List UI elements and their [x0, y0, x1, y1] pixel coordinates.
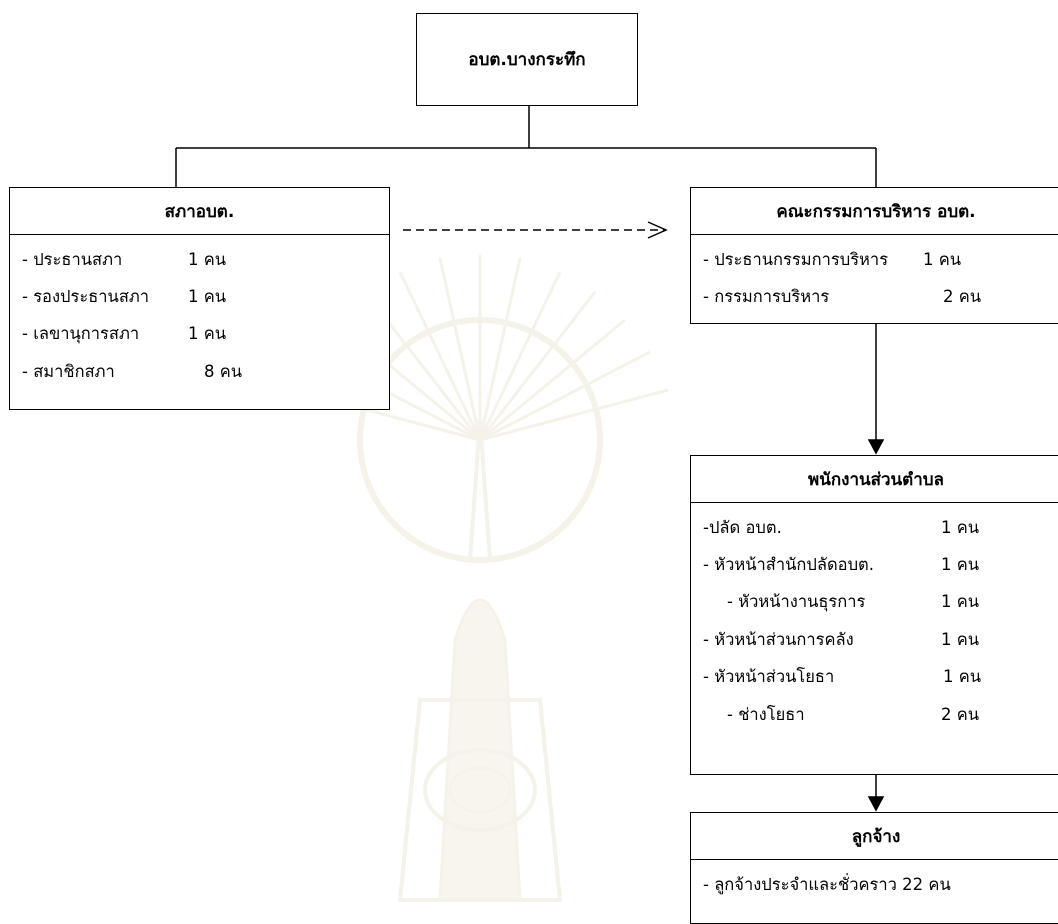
staff-row-label: -ปลัด อบต. [703, 517, 782, 537]
staff-row-label: - หัวหน้างานธุรการ [727, 592, 866, 612]
council-row-label: - เลขานุการสภา [22, 324, 140, 344]
executive-row-count: 1 คน [923, 249, 962, 269]
council-row-count: 1 คน [188, 287, 227, 307]
employees-title: ลูกจ้าง [691, 813, 1058, 860]
staff-row-count: 1 คน [943, 667, 982, 687]
staff-row-label: - หัวหน้าสำนักปลัดอบต. [703, 555, 875, 575]
staff-row: - ช่างโยธา 2 คน [691, 696, 1058, 733]
staff-row: - หัวหน้าส่วนการคลัง 1 คน [691, 621, 1058, 658]
council-list: - ประธานสภา 1 คน - รองประธานสภา 1 คน - เ… [10, 235, 389, 391]
staff-row: - หัวหน้างานธุรการ 1 คน [691, 584, 1058, 621]
staff-row: - หัวหน้าสำนักปลัดอบต. 1 คน [691, 546, 1058, 583]
council-row-count: 1 คน [188, 249, 227, 269]
employees-list: - ลูกจ้างประจำและชั่วคราว 22 คน [691, 860, 1058, 903]
exec-to-staff-arrowhead [867, 439, 885, 455]
staff-to-employees-arrowhead [867, 796, 885, 812]
executive-title: คณะกรรมการบริหาร อบต. [691, 188, 1058, 235]
executive-row: - กรรมการบริหาร 2 คน [691, 278, 1058, 315]
council-row-label: - รองประธานสภา [22, 287, 150, 307]
executive-row-count: 2 คน [943, 287, 982, 307]
council-row-label: - ประธานสภา [22, 249, 123, 269]
org-root-title: อบต.บางกระทึก [468, 50, 586, 70]
staff-box: พนักงานส่วนตำบล -ปลัด อบต. 1 คน - หัวหน้… [690, 455, 1058, 775]
dashed-link-arrowhead [647, 221, 668, 239]
staff-row-count: 2 คน [941, 704, 980, 724]
staff-row: -ปลัด อบต. 1 คน [691, 509, 1058, 546]
council-box: สภาอบต. - ประธานสภา 1 คน - รองประธานสภา … [9, 187, 390, 410]
staff-title: พนักงานส่วนตำบล [691, 456, 1058, 503]
executive-row-label: - กรรมการบริหาร [703, 287, 830, 307]
employees-row-label: - ลูกจ้างประจำและชั่วคราว 22 คน [703, 874, 951, 894]
staff-row-count: 1 คน [941, 592, 980, 612]
staff-row: - หัวหน้าส่วนโยธา 1 คน [691, 659, 1058, 696]
staff-row-label: - ช่างโยธา [727, 704, 805, 724]
council-row: - เลขานุการสภา 1 คน [10, 316, 389, 353]
employees-box: ลูกจ้าง - ลูกจ้างประจำและชั่วคราว 22 คน [690, 812, 1058, 924]
executive-row: - ประธานกรรมการบริหาร 1 คน [691, 241, 1058, 278]
staff-row-label: - หัวหน้าส่วนการคลัง [703, 629, 854, 649]
council-row-count: 8 คน [204, 361, 243, 381]
staff-row-count: 1 คน [941, 517, 980, 537]
staff-list: -ปลัด อบต. 1 คน - หัวหน้าสำนักปลัดอบต. 1… [691, 503, 1058, 733]
executive-box: คณะกรรมการบริหาร อบต. - ประธานกรรมการบริ… [690, 187, 1058, 324]
org-root-box: อบต.บางกระทึก [416, 13, 638, 106]
staff-row-label: - หัวหน้าส่วนโยธา [703, 667, 835, 687]
council-row-count: 1 คน [188, 324, 227, 344]
council-row: - ประธานสภา 1 คน [10, 241, 389, 278]
staff-row-count: 1 คน [941, 629, 980, 649]
council-row: - สมาชิกสภา 8 คน [10, 353, 389, 390]
employees-row: - ลูกจ้างประจำและชั่วคราว 22 คน [691, 866, 1058, 903]
executive-list: - ประธานกรรมการบริหาร 1 คน - กรรมการบริห… [691, 235, 1058, 316]
council-row: - รองประธานสภา 1 คน [10, 278, 389, 315]
council-row-label: - สมาชิกสภา [22, 361, 115, 381]
council-title: สภาอบต. [10, 188, 389, 235]
staff-row-count: 1 คน [941, 555, 980, 575]
executive-row-label: - ประธานกรรมการบริหาร [703, 249, 889, 269]
